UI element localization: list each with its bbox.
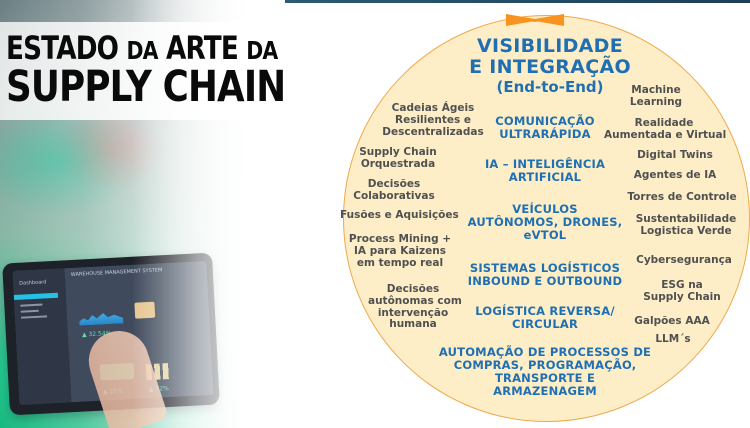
circle-headline: VISIBILIDADE E INTEGRAÇÃO (End-to-End) — [440, 36, 660, 95]
item-line: ULTRARÁPIDA — [499, 126, 591, 141]
box-icon — [134, 301, 156, 319]
item-line: COMPRAS, PROGRAMAÇÃO, — [453, 357, 637, 372]
page-title: ESTADO DA ARTE DA SUPPLY CHAIN — [6, 32, 330, 109]
headline-subtitle: (End-to-End) — [496, 78, 604, 97]
tablet-sidebar: Dashboard — [12, 268, 72, 405]
left-item-fusoes: Fusões e Aquisições — [340, 209, 459, 222]
item-line: Orquestrada — [360, 157, 436, 170]
center-item-ia: IA – INTELIGÊNCIA ARTIFICIAL — [470, 158, 620, 184]
item-line: Aumentada e Virtual — [604, 128, 727, 141]
left-item-orquestrada: Supply Chain Orquestrada — [358, 146, 438, 171]
tablet-sidebar-active-item — [13, 292, 59, 301]
item-line: VEÍCULOS — [512, 202, 578, 216]
headline-line: VISIBILIDADE — [476, 35, 624, 57]
item-line: INBOUND E OUTBOUND — [467, 273, 623, 288]
tablet-sidebar-line — [20, 303, 43, 307]
title-word: ESTADO — [6, 29, 119, 67]
center-item-logistica-reversa: LOGÍSTICA REVERSA/ CIRCULAR — [460, 305, 630, 331]
left-item-decisoes-colaborativas: Decisões Colaborativas — [352, 178, 436, 203]
right-item-realidade: Realidade Aumentada e Virtual — [604, 117, 727, 142]
title-word: DA — [126, 36, 158, 65]
item-line: Cadeias Ágeis — [391, 102, 475, 114]
item-line: Resilientes e — [394, 113, 472, 126]
title-word: DA — [246, 36, 278, 65]
right-item-machine-learning: Machine Learning — [626, 84, 686, 109]
item-line: LLM´s — [655, 333, 691, 345]
title-line-2: SUPPLY CHAIN — [6, 62, 286, 112]
left-item-process-mining: Process Mining + IA para Kaizens em temp… — [348, 233, 452, 269]
item-line: eVTOL — [523, 227, 567, 242]
hero-photo: Dashboard WAREHOUSE MANAGEMENT SYSTEM ▲ … — [0, 0, 330, 428]
right-item-esg: ESG na Supply Chain — [640, 279, 724, 304]
right-item-agentes-ia: Agentes de IA — [630, 169, 720, 182]
left-item-decisoes-autonomas: Decisões autônomas com intervenção human… — [368, 283, 462, 331]
item-line: Descentralizadas — [382, 125, 484, 138]
item-line: TRANSPORTE E — [494, 370, 595, 385]
item-line: Machine — [631, 84, 681, 96]
left-item-cadeias: Cadeias Ágeis Resilientes e Descentraliz… — [378, 102, 488, 138]
item-line: Sustentabilidade — [635, 213, 737, 225]
item-line: Galpões AAA — [634, 315, 710, 327]
item-line: AUTÔNOMOS, DRONES, — [467, 214, 623, 229]
right-item-sustentabilidade: Sustentabilidade Logistica Verde — [634, 213, 738, 238]
item-line: ESG na — [661, 279, 703, 291]
headline-line: E INTEGRAÇÃO — [469, 55, 631, 78]
right-item-torres-controle: Torres de Controle — [622, 191, 742, 204]
item-line: intervenção — [377, 306, 449, 319]
item-line: Decisões — [386, 283, 440, 295]
title-word: ARTE — [166, 29, 239, 67]
item-line: Fusões e Aquisições — [340, 209, 459, 221]
item-line: Supply Chain — [643, 290, 721, 303]
item-line: Process Mining + — [348, 233, 452, 245]
center-item-comunicacao: COMUNICAÇÃO ULTRARÁPIDA — [470, 115, 620, 141]
right-item-cyberseguranca: Cybersegurança — [636, 254, 732, 267]
item-line: IA – INTELIGÊNCIA — [484, 157, 606, 171]
supply-chain-circle — [343, 15, 750, 422]
item-line: Logistica Verde — [640, 224, 732, 237]
center-item-automacao: AUTOMAÇÃO DE PROCESSOS DE COMPRAS, PROGR… — [430, 346, 660, 398]
item-line: COMUNICAÇÃO — [495, 114, 595, 128]
item-line: Agentes de IA — [633, 169, 717, 181]
bow-tie-icon — [506, 14, 564, 26]
item-line: Realidade — [634, 117, 694, 129]
tablet-sidebar-title: Dashboard — [19, 279, 47, 287]
item-line: Torres de Controle — [627, 191, 737, 203]
item-line: Digital Twins — [637, 149, 713, 161]
item-line: humana — [389, 318, 437, 331]
right-item-llms: LLM´s — [648, 333, 698, 346]
title-band — [0, 22, 330, 120]
center-item-veiculos: VEÍCULOS AUTÔNOMOS, DRONES, eVTOL — [460, 203, 630, 242]
item-line: LOGÍSTICA REVERSA/ — [475, 304, 615, 318]
tablet-sidebar-line — [20, 309, 39, 313]
item-line: autônomas com — [368, 294, 462, 307]
item-line: Decisões — [367, 178, 421, 190]
item-line: em tempo real — [356, 256, 444, 269]
item-line: CIRCULAR — [511, 316, 579, 331]
right-item-digital-twins: Digital Twins — [630, 149, 720, 162]
item-line: ARTIFICIAL — [508, 169, 582, 184]
item-line: Colaborativas — [353, 189, 435, 202]
right-item-galpoes: Galpões AAA — [632, 315, 712, 328]
item-line: Learning — [629, 95, 683, 108]
item-line: AUTOMAÇÃO DE PROCESSOS DE — [438, 345, 652, 359]
tablet-header: WAREHOUSE MANAGEMENT SYSTEM — [70, 267, 163, 279]
item-line: Supply Chain — [359, 146, 437, 158]
item-line: SISTEMAS LOGÍSTICOS — [469, 261, 621, 275]
tablet-sidebar-line — [20, 315, 48, 319]
center-item-sistemas: SISTEMAS LOGÍSTICOS INBOUND E OUTBOUND — [460, 262, 630, 288]
item-line: ARMAZENAGEM — [493, 383, 597, 398]
title-line-1: ESTADO DA ARTE DA — [6, 32, 282, 64]
item-line: IA para Kaizens — [354, 244, 446, 257]
area-chart-icon — [79, 309, 124, 325]
item-line: Cybersegurança — [636, 254, 732, 266]
top-divider — [285, 0, 750, 3]
